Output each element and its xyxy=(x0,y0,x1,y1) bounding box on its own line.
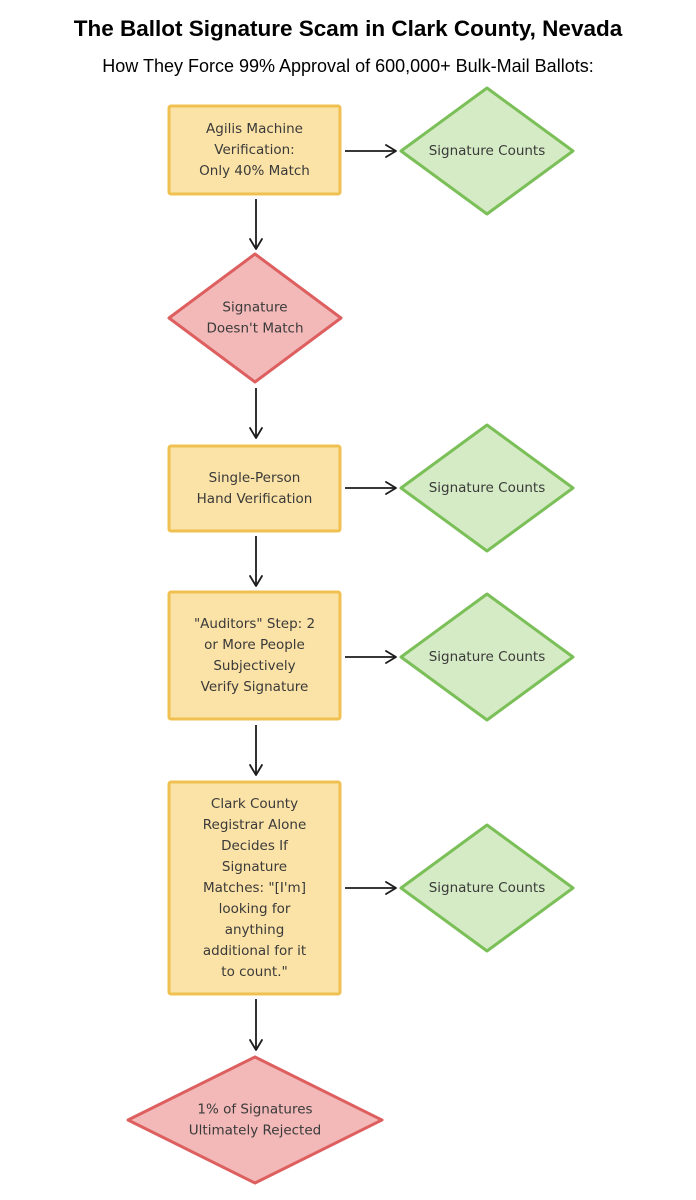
accept-4-diamond xyxy=(399,823,575,953)
agilis-label-line: Only 40% Match xyxy=(199,163,310,179)
accept-3-diamond xyxy=(399,592,575,722)
registrar-box xyxy=(167,780,342,996)
node-accept-3: Signature Counts xyxy=(399,592,575,722)
accept-1-diamond xyxy=(399,86,575,216)
rejected-label-line: Ultimately Rejected xyxy=(189,1123,321,1139)
registrar-label-line: to count." xyxy=(221,964,287,980)
no-match-diamond xyxy=(167,252,343,384)
rejected-diamond xyxy=(126,1055,384,1185)
accept-4-label-line: Signature Counts xyxy=(429,880,546,896)
auditors-label-line: Verify Signature xyxy=(201,679,309,695)
no-match-label-line: Doesn't Match xyxy=(206,321,303,337)
auditors-label-line: Subjectively xyxy=(213,658,295,674)
registrar-label-line: looking for xyxy=(219,901,291,917)
node-accept-4: Signature Counts xyxy=(399,823,575,953)
accept-1-label-line: Signature Counts xyxy=(429,143,546,159)
accept-3-label-line: Signature Counts xyxy=(429,649,546,665)
no-match-label-line: Signature xyxy=(222,300,287,316)
agilis-label-line: Verification: xyxy=(214,142,294,158)
single-person-box xyxy=(167,444,342,533)
registrar-label-line: anything xyxy=(225,922,285,938)
registrar-label-line: Clark County xyxy=(211,796,298,812)
single-person-label-line: Single-Person xyxy=(209,470,301,486)
agilis-label-line: Agilis Machine xyxy=(206,121,303,137)
node-accept-2: Signature Counts xyxy=(399,423,575,553)
page-title: The Ballot Signature Scam in Clark Count… xyxy=(73,16,623,41)
registrar-label-line: Registrar Alone xyxy=(203,817,307,833)
registrar-label-line: additional for it xyxy=(203,943,306,959)
auditors-label-line: "Auditors" Step: 2 xyxy=(194,616,315,632)
accept-2-label-line: Signature Counts xyxy=(429,480,546,496)
node-auditors: "Auditors" Step: 2 or More PeopleSubjecti… xyxy=(167,590,342,721)
single-person-label-line: Hand Verification xyxy=(197,491,313,507)
edges-layer xyxy=(249,144,397,1051)
registrar-label-line: Decides If xyxy=(221,838,289,854)
auditors-box xyxy=(167,590,342,721)
page-subtitle: How They Force 99% Approval of 600,000+ … xyxy=(102,56,594,76)
node-accept-1: Signature Counts xyxy=(399,86,575,216)
registrar-label-line: Matches: "[I'm] xyxy=(203,880,306,896)
registrar-label-line: Signature xyxy=(222,859,287,875)
rejected-label-line: 1% of Signatures xyxy=(197,1102,312,1118)
accept-2-diamond xyxy=(399,423,575,553)
auditors-label-line: or More People xyxy=(204,637,305,653)
agilis-box xyxy=(167,104,342,196)
